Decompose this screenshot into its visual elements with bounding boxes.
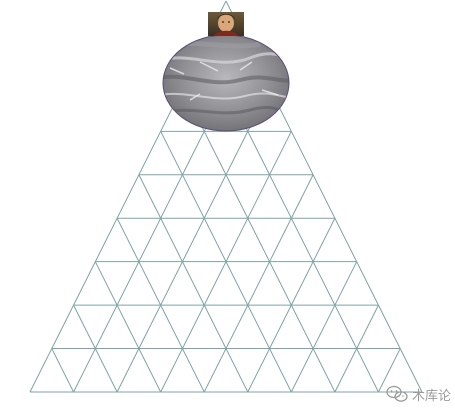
lattice-left-slant-line — [117, 88, 269, 392]
lattice-left-slant-line — [204, 175, 313, 392]
lattice-right-slant-line — [95, 262, 160, 392]
lattice-right-slant-line — [52, 349, 74, 392]
lattice-right-slant-line — [182, 88, 334, 392]
portrait-thumbnail-icon — [208, 12, 244, 36]
wechat-logo-icon — [386, 385, 408, 403]
lattice-left-slant-line — [291, 262, 356, 392]
marble-oval — [158, 35, 300, 131]
watermark: 木库论 — [386, 383, 451, 405]
lattice-right-slant-line — [139, 175, 248, 392]
watermark-text: 木库论 — [412, 385, 451, 404]
